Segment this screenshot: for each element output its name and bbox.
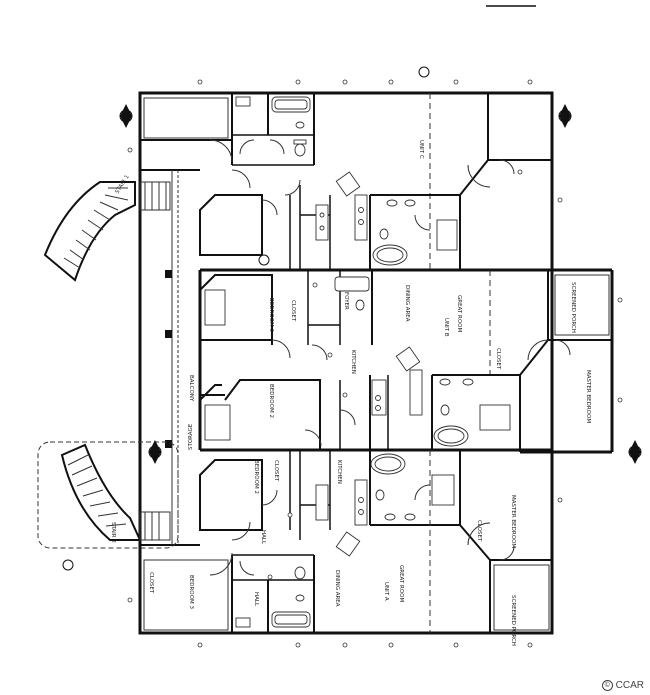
label-foyer-b: FOYER [343,292,349,310]
label-screened-porch-b: SCREENED PORCH [570,282,576,333]
label-closet-a: CLOSET [273,460,279,482]
label-bedroom-2-a: BEDROOM 2 [253,460,259,494]
top-unit-walls [140,93,552,270]
label-bedroom-3-a: BEDROOM 3 [188,575,194,609]
label-hall-a: HALL [260,530,266,545]
label-closet-b: CLOSET [495,348,501,370]
copyright-icon: © [601,680,613,691]
closet-top [143,97,229,139]
label-kitchen-a: KITCHEN [336,460,342,484]
room-labels: STAIR 1 STAIR 2 UNIT C UNIT B GREAT ROOM… [110,140,591,646]
outer-walls [138,91,614,635]
label-bedroom-3-b: BEDROOM 3 [268,298,274,332]
stair-2 [37,441,179,549]
north-arrow-icon [62,66,642,571]
label-balcony: BALCONY [188,375,194,402]
column-markers [127,79,623,648]
bedroom-bottom [143,559,229,631]
label-closet-b2: CLOSET [290,300,296,322]
label-closet-a3: CLOSET [148,572,154,594]
stair-1 [43,181,171,282]
bathroom-fixtures [235,96,511,628]
label-screened-porch-a: SCREENED PORCH [510,595,516,646]
screened-porch-top [554,274,610,336]
door-swings [209,139,571,576]
bottom-unit-walls [199,450,552,633]
label-stair-1: STAIR 1 [115,174,131,195]
label-storage: STORAGE [188,423,194,450]
watermark-text: CCAR [615,680,644,691]
label-closet-a2: CLOSET [476,520,482,542]
label-great-room-a: GREAT ROOM [398,565,404,602]
label-kitchen-b: KITCHEN [350,350,356,374]
label-dining-area-b: DINING AREA [404,285,410,322]
label-unit-b: UNIT B [443,318,449,337]
screened-porch-bottom [493,564,550,631]
middle-unit-walls [199,270,612,452]
watermark: © CCAR [601,680,644,691]
label-dining-area-a: DINING AREA [334,570,340,607]
label-master-bedroom-b: MASTER BEDROOM [585,370,591,423]
label-hall-a2: HALL [253,592,259,607]
label-master-bedroom-a: MASTER BEDROOM [510,495,516,548]
label-great-room-b: GREAT ROOM [456,295,462,332]
label-unit-c: UNIT C [418,140,424,159]
label-bedroom-2-b: BEDROOM 2 [268,384,274,418]
balcony-corridor [165,170,179,545]
label-unit-a: UNIT A [383,582,389,601]
kitchen-counters [204,171,423,557]
label-stair-2: STAIR 2 [110,522,116,543]
